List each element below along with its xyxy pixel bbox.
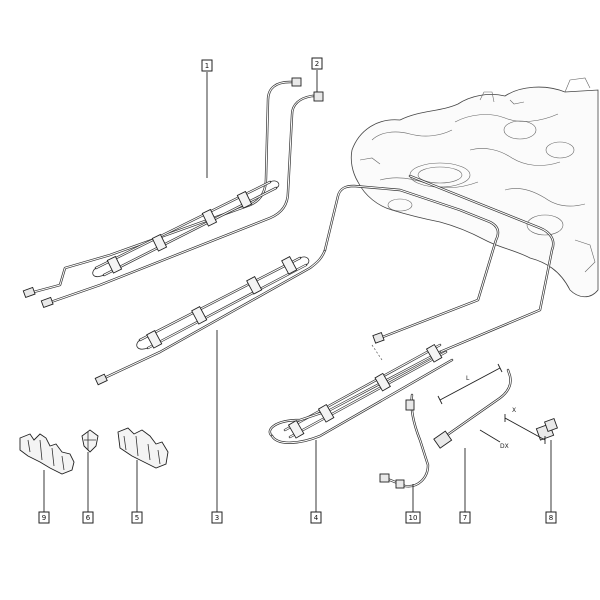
pipe-assembly-3 — [94, 248, 327, 386]
callout-2: 2 — [311, 57, 323, 70]
length-dimension-label: L — [466, 375, 470, 382]
callout-5-label: 5 — [135, 514, 139, 522]
clip-part-9 — [19, 433, 75, 475]
callout-7-label: 7 — [463, 514, 467, 522]
callout-9-label: 9 — [42, 514, 46, 522]
callout-3: 3 — [211, 511, 223, 524]
callout-10-label: 10 — [409, 514, 418, 522]
callout-9: 9 — [38, 511, 50, 524]
callout-8-label: 8 — [549, 514, 553, 522]
callout-6: 6 — [82, 511, 94, 524]
callout-1-label: 1 — [205, 62, 209, 70]
callout-6-label: 6 — [86, 514, 91, 522]
callout-7: 7 — [459, 511, 471, 524]
callout-4: 4 — [310, 511, 322, 524]
callout-5: 5 — [131, 511, 143, 524]
callout-4-label: 4 — [314, 514, 319, 522]
callout-1: 1 — [201, 59, 213, 72]
callout-8: 8 — [545, 511, 557, 524]
clip-part-5 — [117, 427, 169, 469]
engine-block — [350, 77, 599, 298]
pipe-assembly-4 — [268, 343, 454, 444]
callout-2-label: 2 — [315, 60, 319, 68]
callout-3-label: 3 — [215, 514, 219, 522]
union-fitting-8: X — [504, 407, 558, 444]
diameter-dimension-label: DX — [500, 443, 509, 450]
feed-pipe-to-engine — [323, 174, 555, 361]
clip-part-6 — [81, 429, 99, 453]
leader-lines — [43, 70, 552, 512]
straight-tube-7: L DX — [433, 363, 512, 450]
callout-10: 10 — [405, 511, 421, 524]
pipe-assembly-1 — [22, 77, 324, 309]
flex-line-10 — [379, 393, 430, 489]
x-dimension-label: X — [512, 407, 516, 414]
